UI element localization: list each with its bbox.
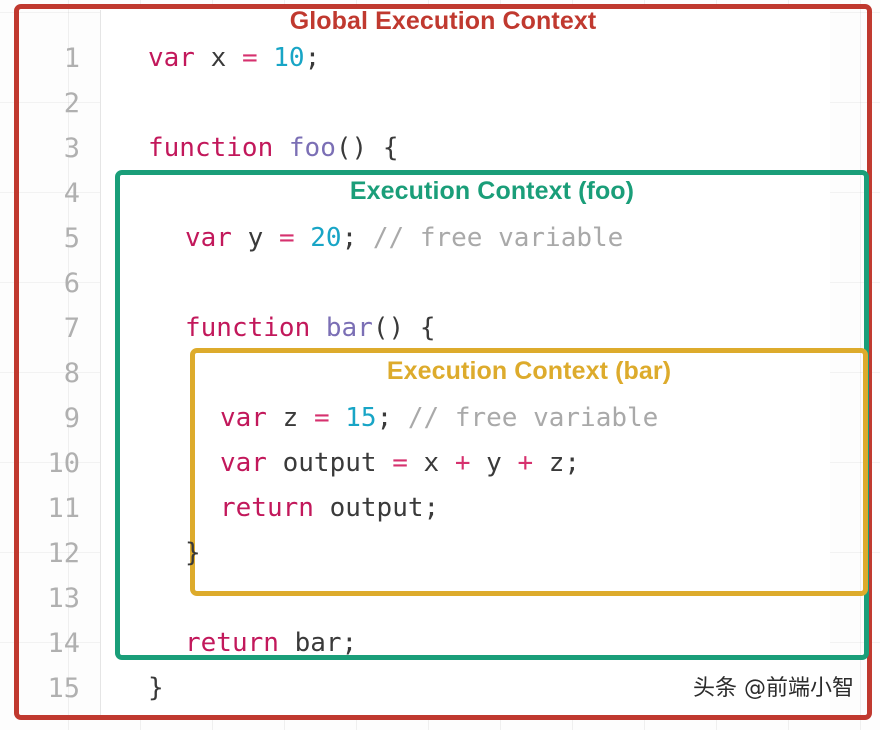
code-token-punc: }: [148, 673, 164, 703]
code-token-punc: [470, 448, 486, 478]
code-token-punc: [298, 403, 314, 433]
line-number: 2: [63, 88, 80, 119]
code-token-id: y: [247, 223, 264, 253]
code-token-punc: [439, 448, 455, 478]
code-token-op: +: [517, 448, 534, 478]
code-token-punc: ;: [341, 628, 358, 658]
code-line: function bar() {: [100, 306, 860, 351]
code-token-kw: return: [220, 493, 314, 523]
line-number: 11: [47, 493, 80, 524]
line-number: 3: [63, 133, 80, 164]
code-token-punc: [226, 43, 242, 73]
code-line: }: [100, 666, 860, 711]
code-token-fn: bar: [325, 313, 373, 343]
code-token-punc: ;: [304, 43, 321, 73]
code-token-punc: [195, 43, 211, 73]
line-number: 15: [47, 673, 80, 704]
code-token-punc: ;: [564, 448, 581, 478]
code-token-punc: ;: [341, 223, 373, 253]
code-token-punc: [408, 448, 424, 478]
code-token-id: output: [282, 448, 377, 478]
code-token-id: z: [548, 448, 565, 478]
code-token-id: bar: [294, 628, 342, 658]
code-token-id: x: [210, 43, 227, 73]
code-token-punc: [263, 223, 279, 253]
code-line: return bar;: [100, 621, 860, 666]
code-block: var x = 10;function foo() {var y = 20; /…: [100, 36, 860, 711]
code-line: var output = x + y + z;: [100, 441, 860, 486]
code-token-num: 15: [345, 403, 377, 433]
code-token-punc: [330, 403, 346, 433]
code-token-kw: function: [185, 313, 311, 343]
line-number: 14: [47, 628, 80, 659]
code-token-op: +: [454, 448, 471, 478]
code-token-op: =: [392, 448, 408, 478]
code-token-id: x: [423, 448, 440, 478]
code-token-punc: [273, 133, 289, 163]
code-token-com: // free variable: [407, 403, 659, 433]
code-line: var x = 10;: [100, 36, 860, 81]
code-token-punc: [502, 448, 518, 478]
line-number: 7: [63, 313, 80, 344]
code-token-kw: var: [220, 448, 267, 478]
global-execution-context-box: [14, 4, 872, 720]
code-line: [100, 261, 860, 306]
code-token-punc: [314, 493, 330, 523]
code-token-punc: [377, 448, 393, 478]
code-token-punc: [279, 628, 295, 658]
code-token-punc: }: [185, 538, 201, 568]
watermark: 头条 @前端小智: [693, 676, 854, 701]
code-token-kw: return: [185, 628, 279, 658]
code-line: [100, 351, 860, 396]
line-number: 1: [63, 43, 80, 74]
code-token-op: =: [313, 403, 330, 433]
code-token-id: z: [282, 403, 299, 433]
code-token-op: =: [241, 43, 258, 73]
code-token-punc: [267, 448, 283, 478]
code-token-punc: [232, 223, 248, 253]
code-token-punc: [267, 403, 283, 433]
line-number: 9: [63, 403, 80, 434]
code-token-op: =: [278, 223, 295, 253]
code-line: function foo() {: [100, 126, 860, 171]
line-number: 13: [47, 583, 80, 614]
code-token-punc: [533, 448, 549, 478]
code-line: [100, 576, 860, 621]
code-token-kw: var: [148, 43, 195, 73]
global-execution-context-label: Global Execution Context: [289, 7, 597, 35]
code-token-kw: var: [185, 223, 232, 253]
line-number: 6: [63, 268, 80, 299]
code-token-num: 20: [310, 223, 342, 253]
code-token-punc: ;: [423, 493, 440, 523]
code-token-punc: () {: [372, 313, 436, 343]
foo-execution-context-label: Execution Context (foo): [349, 177, 635, 205]
bar-execution-context-label: Execution Context (bar): [386, 357, 672, 385]
code-token-punc: [295, 223, 311, 253]
code-token-id: y: [486, 448, 502, 478]
code-line: [100, 171, 860, 216]
code-line: var z = 15; // free variable: [100, 396, 860, 441]
line-number: 12: [47, 538, 80, 569]
code-token-kw: var: [220, 403, 267, 433]
line-number: 4: [63, 178, 80, 209]
code-token-punc: () {: [335, 133, 399, 163]
code-token-kw: function: [148, 133, 274, 163]
code-token-id: output: [329, 493, 424, 523]
bar-execution-context-box: [190, 348, 868, 596]
line-number: 10: [47, 448, 80, 479]
code-token-punc: [310, 313, 326, 343]
code-token-fn: foo: [288, 133, 336, 163]
code-token-punc: ;: [376, 403, 408, 433]
code-token-com: // free variable: [372, 223, 624, 253]
code-line: return output;: [100, 486, 860, 531]
code-line: [100, 81, 860, 126]
code-token-punc: [258, 43, 274, 73]
code-line: var y = 20; // free variable: [100, 216, 860, 261]
code-line: }: [100, 531, 860, 576]
line-number: 8: [63, 358, 80, 389]
code-token-num: 10: [273, 43, 305, 73]
line-number: 5: [63, 223, 80, 254]
